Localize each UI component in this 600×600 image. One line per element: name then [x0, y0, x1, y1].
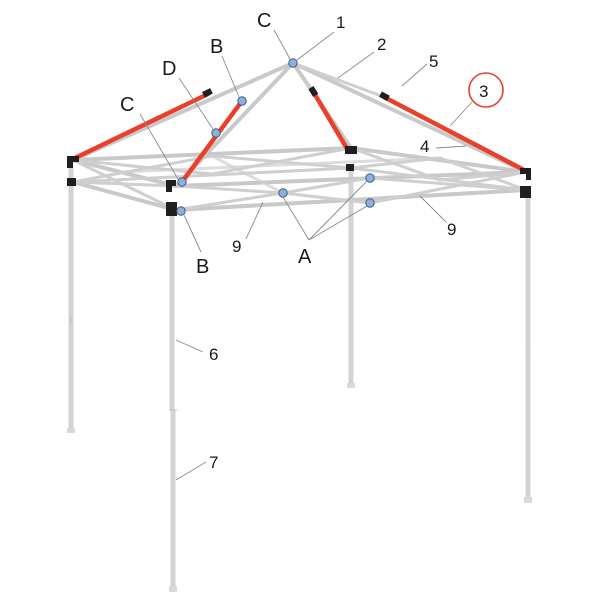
leader-a-3 [308, 205, 368, 241]
brackets [67, 86, 531, 216]
truss-right-top [349, 146, 528, 174]
label-b-bottom: B [196, 256, 209, 278]
corner-front-top [166, 180, 176, 192]
rafter-to-right [291, 61, 528, 174]
leader-2 [337, 51, 375, 79]
foot-right [524, 497, 532, 503]
leader-c-left [139, 113, 179, 180]
leader-9-left [245, 201, 264, 240]
truss-front-top [174, 170, 528, 188]
label-5: 5 [429, 52, 438, 71]
leader-1 [296, 31, 335, 61]
leader-d [178, 77, 214, 130]
corner-back-left-top [67, 156, 79, 168]
corner-back-middle-bottom [346, 164, 354, 171]
pivot-b-bottom [176, 206, 186, 216]
pivot-a-2 [365, 173, 375, 183]
corner-front-bottom [166, 202, 177, 216]
truss-right-x4 [438, 170, 528, 182]
label-c-top: C [257, 10, 271, 32]
leader-a-1 [282, 196, 310, 241]
truss-front-x3 [281, 191, 372, 205]
label-4: 4 [420, 137, 429, 156]
truss [71, 146, 528, 212]
truss-front-x1 [174, 184, 285, 195]
label-a: A [298, 246, 312, 268]
foot-front [169, 586, 177, 592]
corner-back-left-bottom [67, 178, 76, 186]
leader-c-top [273, 29, 291, 60]
truss-left-x2 [71, 180, 178, 188]
sleeve-back [308, 86, 319, 97]
legs [67, 168, 532, 592]
label-9-right: 9 [447, 220, 456, 239]
label-d: D [162, 58, 176, 80]
truss-back-x2 [71, 154, 214, 184]
pivot-a-1 [278, 188, 288, 198]
labels: 1 2 3 4 5 6 7 9 9 A B B C C D [120, 10, 488, 472]
pivot-top-c [288, 58, 298, 68]
truss-left-bottom [71, 180, 178, 212]
pivot-a-3 [365, 198, 375, 208]
sleeve-right [379, 91, 390, 101]
rafter-to-back-left [71, 61, 295, 162]
rod-front [179, 98, 245, 185]
leader-4 [435, 145, 467, 149]
leader-3 [449, 101, 473, 127]
leader-lines [139, 29, 473, 481]
foot-back-middle [347, 383, 355, 388]
pivots [176, 58, 375, 216]
truss-inner-2 [210, 154, 285, 195]
rod-back [311, 90, 352, 155]
truss-back-top [71, 146, 353, 162]
pivot-d [211, 128, 221, 138]
corner-right-bottom [520, 186, 531, 198]
highlight-circle [468, 72, 504, 108]
leader-b-top [221, 55, 240, 98]
pivot-c-left [177, 177, 187, 187]
label-b-top: B [210, 36, 223, 58]
foot-back-left [67, 428, 75, 433]
corner-right-top [520, 168, 531, 180]
label-2: 2 [377, 35, 386, 54]
rod-right [381, 94, 527, 173]
label-7: 7 [209, 453, 218, 472]
truss-front-x4 [281, 176, 372, 195]
leader-9-right [419, 195, 447, 223]
label-1: 1 [336, 13, 345, 32]
sleeve-left [202, 88, 213, 98]
corner-back-middle-top [345, 146, 357, 154]
leader-6 [175, 339, 204, 353]
rafter-upper-right [291, 61, 386, 99]
leader-a-2 [308, 180, 368, 241]
pivot-b-top [237, 96, 247, 106]
leader-7 [175, 461, 207, 481]
truss-right-x3 [438, 156, 528, 192]
truss-front-x2 [174, 191, 285, 212]
label-c-left: C [120, 94, 134, 116]
leader-5 [401, 63, 428, 87]
label-3: 3 [479, 82, 488, 101]
label-6: 6 [209, 345, 218, 364]
truss-front-x6 [368, 170, 528, 205]
label-9-left: 9 [232, 237, 241, 256]
leader-b-bottom [183, 214, 202, 253]
truss-inner-1 [118, 156, 442, 174]
highlighted-rods [72, 90, 527, 185]
rod-left [72, 91, 211, 161]
